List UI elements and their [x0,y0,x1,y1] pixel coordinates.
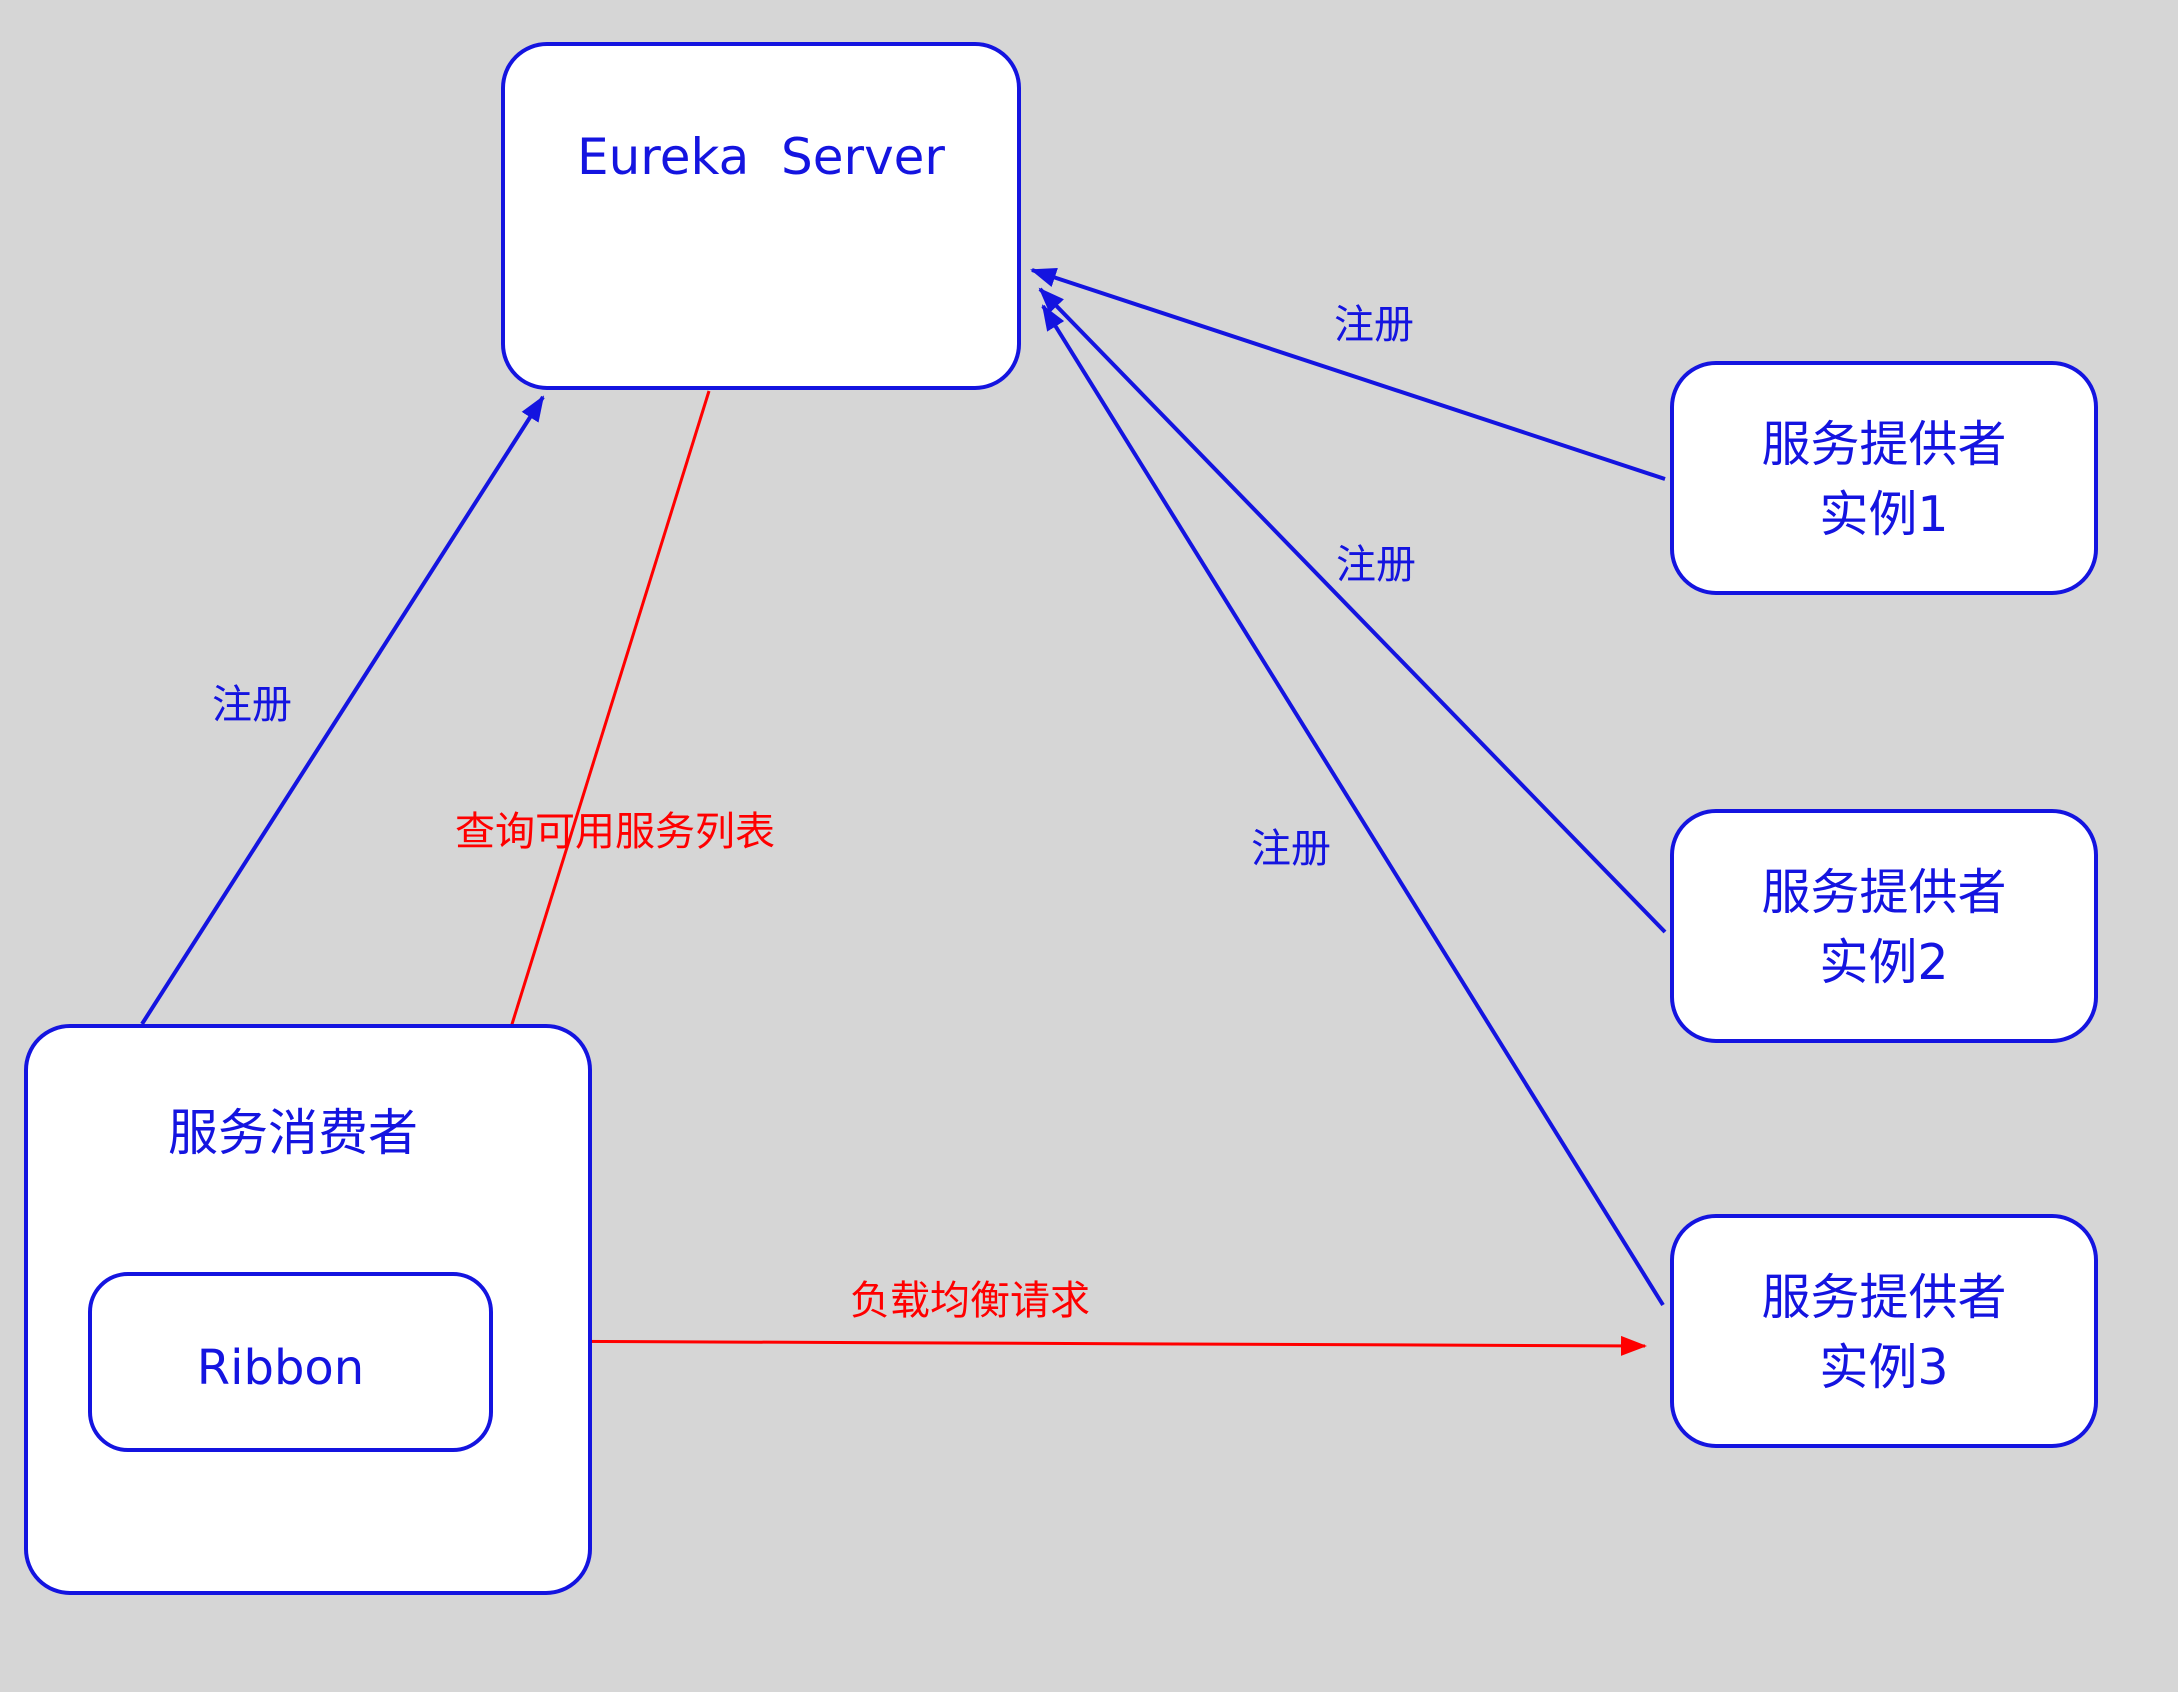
provider-2-label: 服务提供者 实例2 [1761,864,2007,991]
provider-3-label: 服务提供者 实例3 [1761,1269,2007,1396]
load-balance-arrow [487,1335,1647,1356]
query-service-list-label: 查询可用服务列表 [455,809,775,855]
eureka-server-box: Eureka Server [501,42,1021,390]
register-arrow-consumer [140,395,545,1026]
provider-1-label: 服务提供者 实例1 [1761,416,2007,543]
provider-2-box: 服务提供者 实例2 [1670,809,2098,1043]
ribbon-box: Ribbon [88,1272,493,1452]
provider-1-box: 服务提供者 实例1 [1670,361,2098,595]
register-label-provider-1: 注册 [1334,302,1414,348]
eureka-server-label: Eureka Server [577,128,945,186]
service-consumer-label: 服务消费者 [168,1104,418,1162]
register-label-provider-3: 注册 [1251,826,1331,872]
provider-3-box: 服务提供者 实例3 [1670,1214,2098,1448]
register-label-provider-2: 注册 [1336,542,1416,588]
ribbon-label: Ribbon [196,1340,365,1396]
register-arrow-provider-2 [1038,287,1667,934]
register-label-consumer: 注册 [212,682,292,728]
register-arrow-provider-3 [1041,304,1665,1307]
register-arrow-provider-1 [1030,268,1666,481]
load-balance-request-label: 负载均衡请求 [850,1278,1090,1324]
